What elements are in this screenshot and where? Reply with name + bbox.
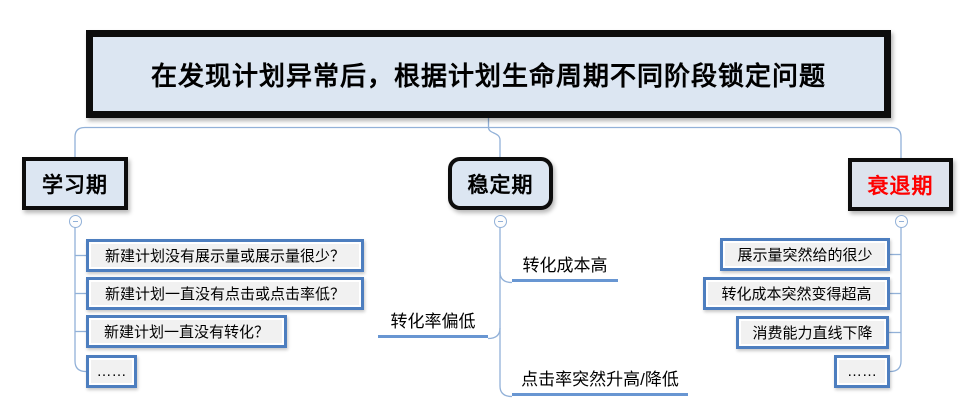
- collapse-minus-icon: [72, 220, 78, 222]
- item-learning-0[interactable]: 新建计划没有展示量或展示量很少？: [86, 239, 364, 272]
- stable-branch-connector: [487, 227, 513, 398]
- topic-stable-period[interactable]: 稳定期: [448, 157, 553, 210]
- item-stable-1[interactable]: 转化率偏低: [378, 310, 488, 338]
- root-topic[interactable]: 在发现计划异常后，根据计划生命周期不同阶段锁定问题: [86, 30, 891, 118]
- item-learning-2[interactable]: 新建计划一直没有转化？: [86, 315, 287, 348]
- decline-branch-connector: [889, 227, 902, 373]
- collapse-toggle-decline[interactable]: [894, 214, 908, 228]
- item-stable-0[interactable]: 转化成本高: [512, 254, 618, 282]
- item-decline-1[interactable]: 转化成本突然变得超高: [703, 277, 890, 310]
- item-decline-0[interactable]: 展示量突然给的很少: [720, 238, 890, 271]
- item-learning-3[interactable]: ……: [86, 355, 137, 388]
- collapse-minus-icon: [497, 220, 503, 222]
- item-decline-2[interactable]: 消费能力直线下降: [736, 316, 889, 349]
- item-stable-2[interactable]: 点击率突然升高/降低: [512, 368, 688, 396]
- item-decline-3[interactable]: ……: [834, 355, 890, 388]
- topic-learning-period[interactable]: 学习期: [22, 157, 128, 210]
- collapse-minus-icon: [898, 220, 904, 222]
- top-rail-connector: [74, 118, 902, 158]
- topic-decline-period[interactable]: 衰退期: [848, 158, 953, 211]
- collapse-toggle-stable[interactable]: [493, 214, 507, 228]
- collapse-toggle-learning[interactable]: [68, 214, 82, 228]
- item-learning-1[interactable]: 新建计划一直没有点击或点击率低？: [86, 277, 364, 310]
